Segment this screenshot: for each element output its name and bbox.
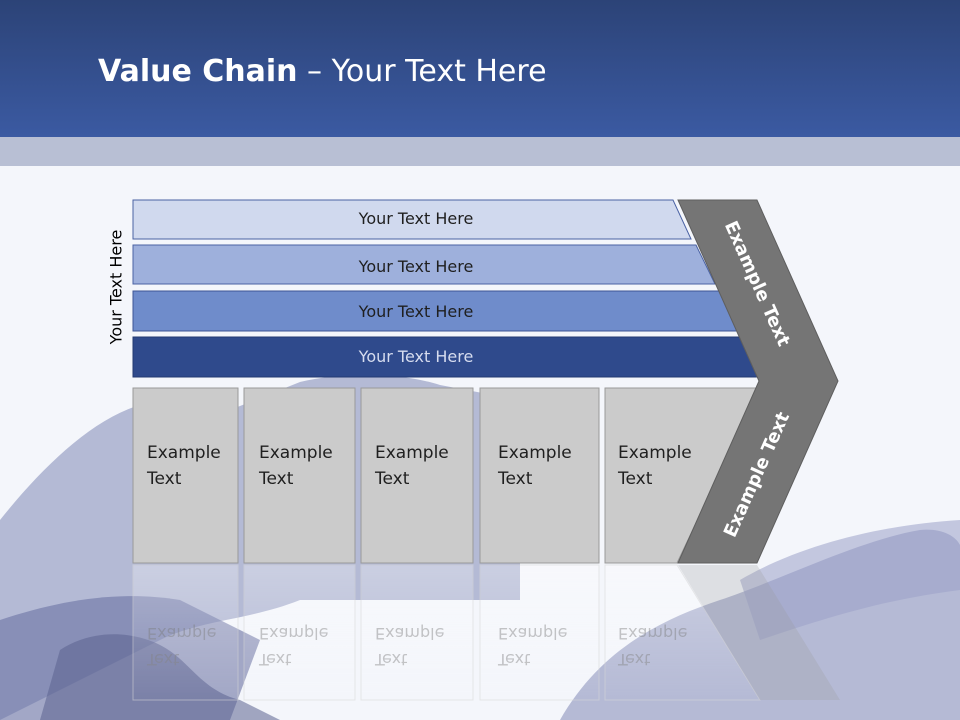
column-4-text-line2: Text	[497, 469, 533, 489]
reflection-text: Text	[374, 650, 407, 669]
page-title: Value Chain – Your Text Here	[98, 54, 547, 89]
value-chain-chevron[interactable]	[677, 199, 839, 564]
reflection-text: Example	[259, 624, 328, 643]
column-3-text-line2: Text	[374, 469, 410, 489]
reflection-text: Text	[258, 650, 291, 669]
diagram-reflection: Text Example Text Example Text Example T…	[132, 564, 840, 701]
reflection-text: Text	[497, 650, 530, 669]
column-3-text-line1: Example	[375, 443, 449, 463]
bar-1-label: Your Text Here	[358, 209, 474, 228]
reflection-text: Example	[147, 624, 216, 643]
bar-3-label: Your Text Here	[358, 302, 474, 321]
column-4-text-line1: Example	[498, 443, 572, 463]
reflection-text: Example	[498, 624, 567, 643]
bar-1[interactable]	[132, 199, 692, 240]
column-5-text-line1: Example	[618, 443, 692, 463]
header-band	[0, 137, 960, 166]
reflection-text: Example	[618, 624, 687, 643]
column-4[interactable]	[479, 387, 600, 564]
column-5[interactable]	[604, 387, 761, 564]
column-3[interactable]	[360, 387, 474, 564]
bar-2[interactable]	[132, 244, 716, 285]
column-2-text-line1: Example	[259, 443, 333, 463]
reflection-text: Text	[617, 650, 650, 669]
column-2[interactable]	[243, 387, 356, 564]
column-1-text-line1: Example	[147, 443, 221, 463]
bar-2-label: Your Text Here	[358, 257, 474, 276]
header-bar	[0, 0, 960, 137]
reflection-text: Example	[375, 624, 444, 643]
bar-4-label: Your Text Here	[358, 347, 474, 366]
column-2-text-line2: Text	[258, 469, 294, 489]
column-1[interactable]	[132, 387, 239, 564]
column-1-text-line2: Text	[146, 469, 182, 489]
reflection-text: Text	[146, 650, 179, 669]
column-5-text-line2: Text	[617, 469, 653, 489]
